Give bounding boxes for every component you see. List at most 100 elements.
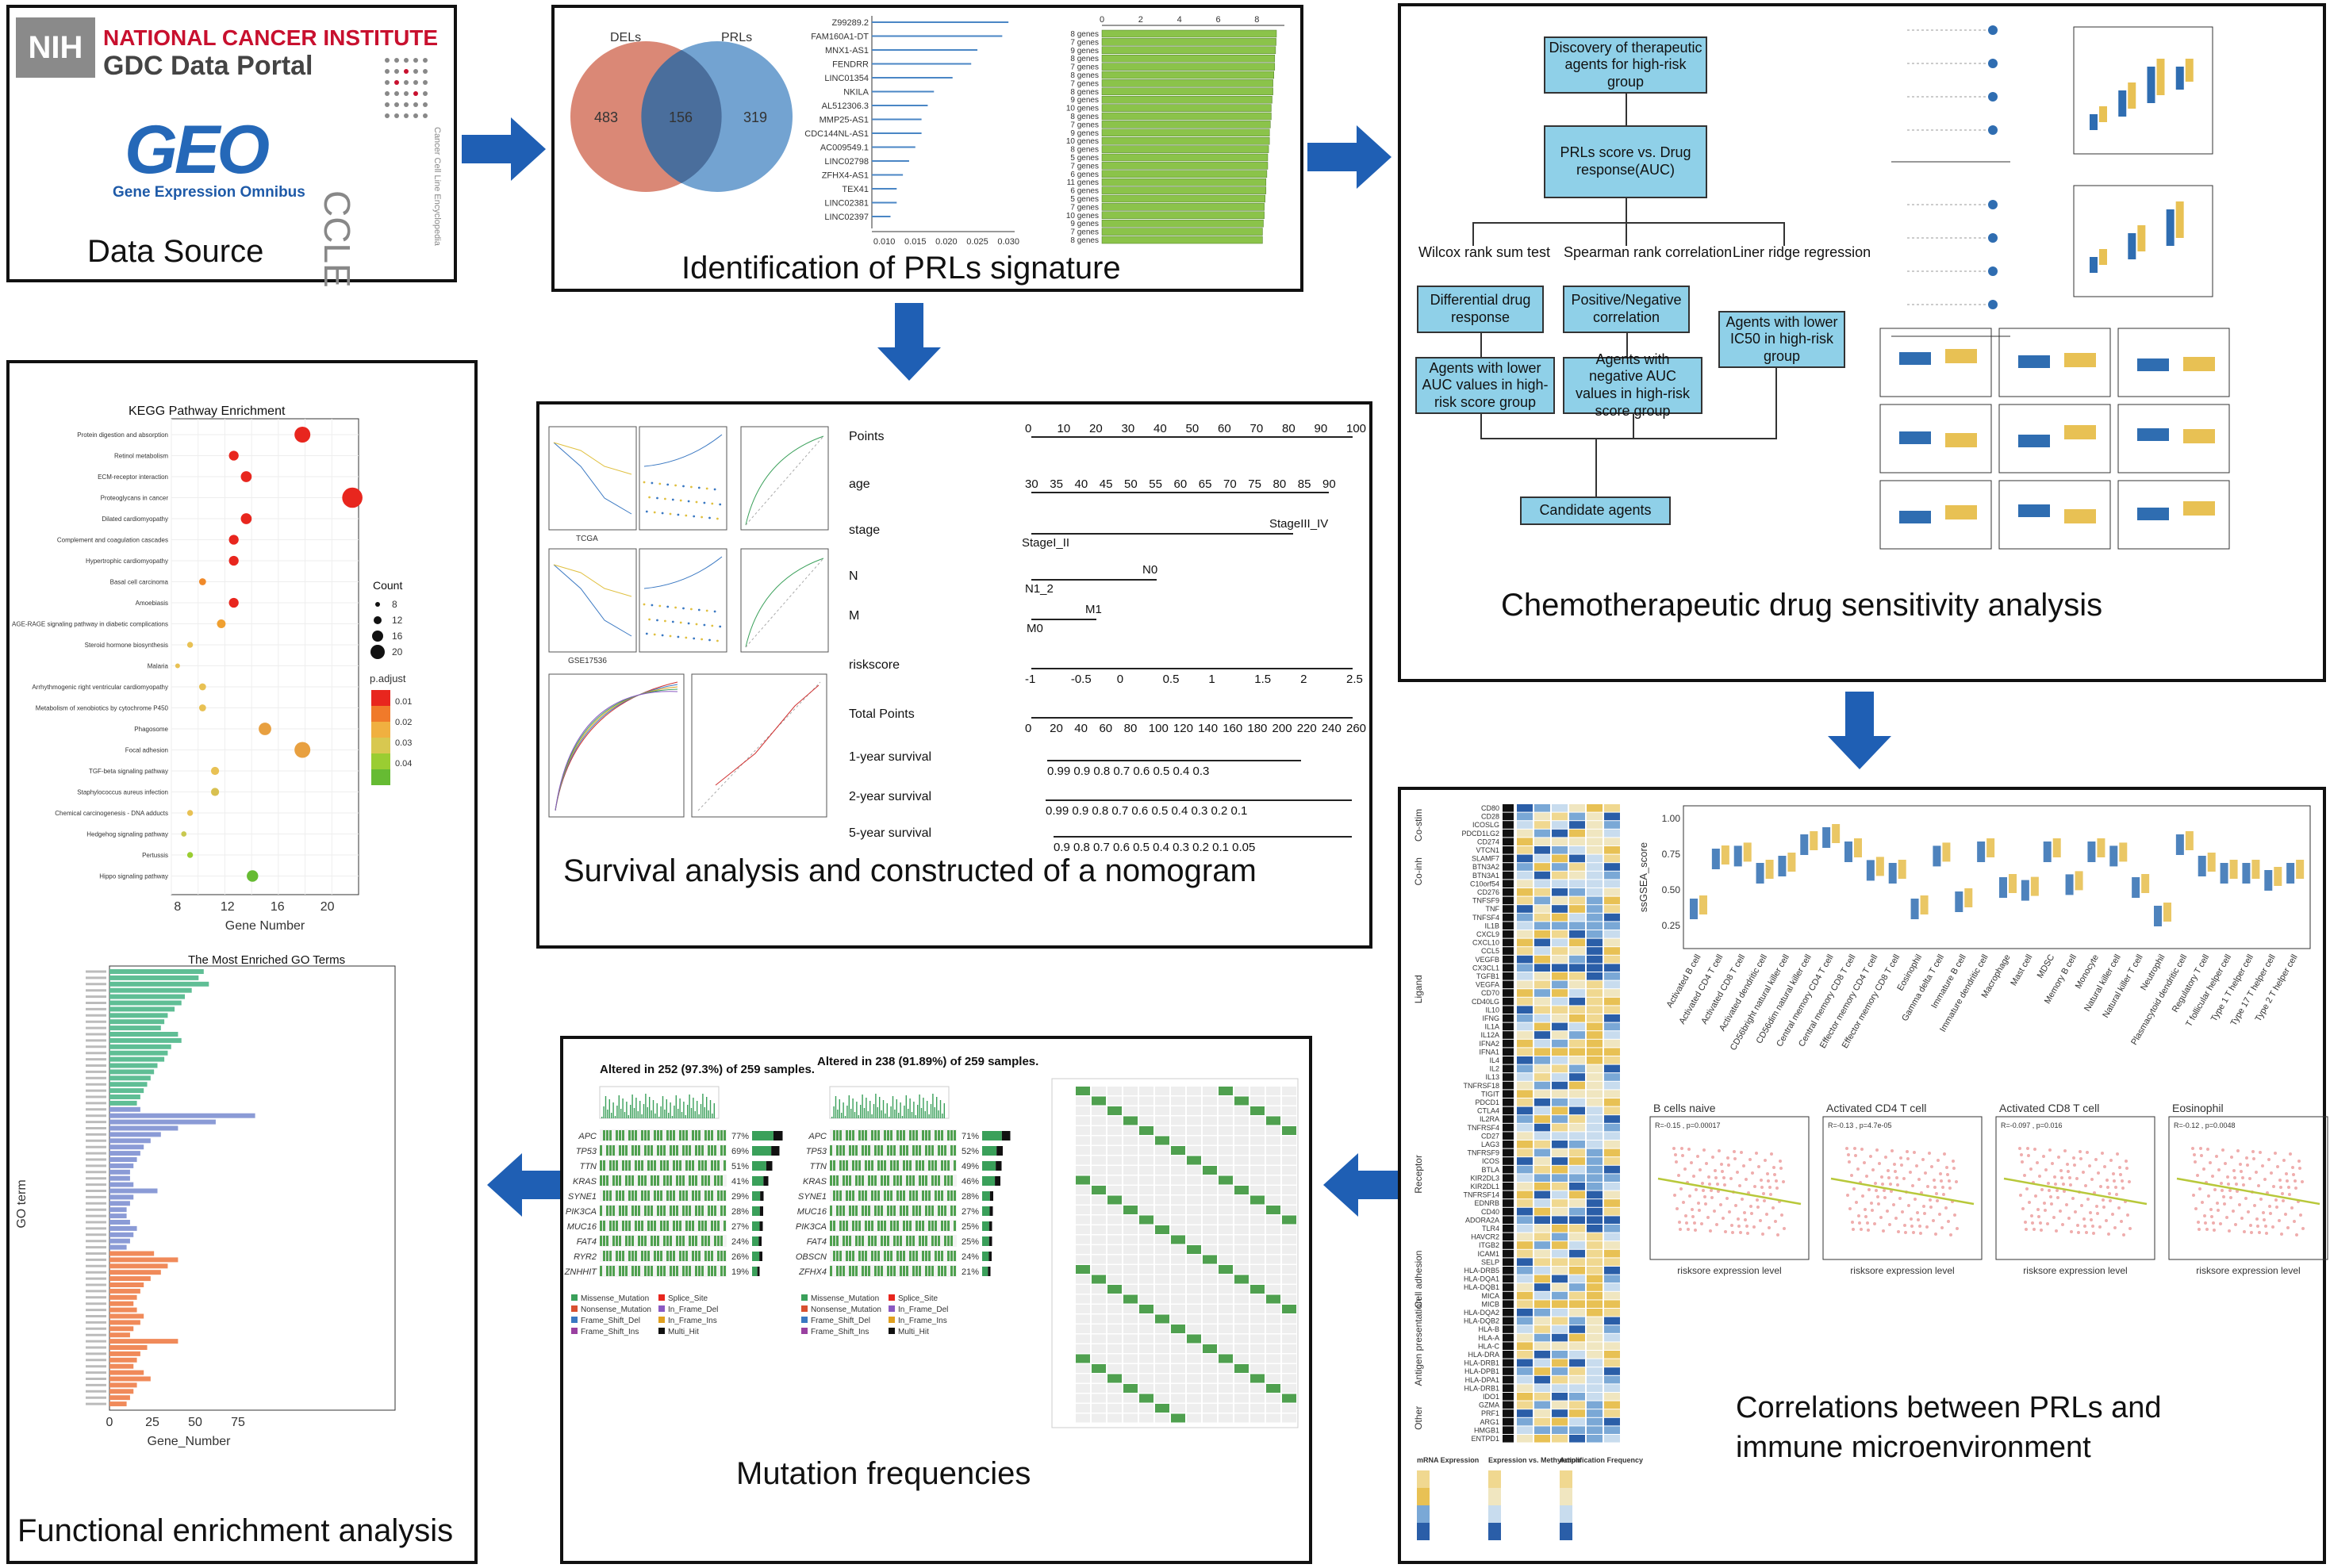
mutation-cell <box>928 1266 931 1276</box>
tmb-bar <box>917 1105 919 1118</box>
mutation-cell <box>935 1130 937 1141</box>
freq-bar <box>759 1252 762 1261</box>
scatter-point <box>2044 1168 2048 1171</box>
mutation-cell <box>689 1236 691 1246</box>
arrow-left-icon <box>487 1153 571 1217</box>
mutation-grid-cell <box>1123 1344 1138 1353</box>
scatter-point <box>1702 1189 1705 1192</box>
scatter-point <box>2082 1171 2085 1174</box>
scatter-point <box>2050 1202 2053 1206</box>
heatmap-cell <box>1569 1309 1585 1317</box>
pathway-label: Pertussis <box>142 852 168 859</box>
scatter-point <box>2113 1179 2116 1183</box>
oncoplot-gene: APC <box>578 1132 597 1141</box>
mutation-cell <box>887 1190 889 1201</box>
scatter-point <box>1917 1218 1920 1221</box>
scatter-point <box>2096 1212 2099 1215</box>
heatmap-cell <box>1569 1106 1585 1115</box>
mutation-cell <box>612 1236 615 1246</box>
heatmap-cell <box>1587 905 1603 913</box>
tmb-bar <box>943 1103 945 1118</box>
heatmap-cell <box>1534 922 1550 930</box>
heatmap-group-label: Co-inh <box>1413 857 1424 885</box>
mutation-grid-cell <box>1092 1215 1106 1225</box>
mutation-cell <box>950 1145 953 1156</box>
heatmap-cell <box>1503 1216 1514 1224</box>
freq-bar <box>982 1146 997 1156</box>
scatter-point <box>2099 1185 2102 1188</box>
nomogram-row-label: Total Points <box>849 707 915 721</box>
immune-caption-line2: immune microenvironment <box>1736 1431 2091 1464</box>
mutation-grid-cell <box>1107 1285 1122 1294</box>
oncoplot-gene: KRAS <box>803 1177 827 1187</box>
mutation-grid <box>1051 1078 1299 1428</box>
boxplot-box <box>1733 845 1742 867</box>
mutation-grid-cell <box>1107 1275 1122 1284</box>
mutation-cell <box>890 1206 892 1216</box>
mutation-cell <box>612 1206 615 1216</box>
tmb-bar <box>706 1097 708 1118</box>
mutation-cell <box>698 1145 701 1156</box>
mutation-grid-cell <box>1092 1156 1106 1165</box>
mutation-cell <box>890 1190 892 1201</box>
mutation-grid-cell <box>1282 1175 1296 1185</box>
scatter-point <box>1947 1220 1950 1223</box>
enrichment-caption: Functional enrichment analysis <box>17 1513 454 1548</box>
heatmap-cell <box>1569 1132 1585 1140</box>
coef-bar <box>872 201 897 204</box>
boxplot-box <box>1832 824 1841 843</box>
mutation-grid-cell <box>1092 1186 1106 1194</box>
heatmap-cell <box>1604 972 1620 980</box>
heatmap-cell <box>1517 1333 1533 1342</box>
heatmap-cell <box>1552 1115 1568 1123</box>
mutation-grid-cell <box>1250 1126 1265 1135</box>
mutation-grid-cell <box>1187 1225 1201 1234</box>
coef-bar <box>872 146 915 148</box>
mutation-grid-cell <box>1282 1087 1296 1095</box>
scatter-point <box>2209 1161 2212 1164</box>
heatmap-cell <box>1569 1031 1585 1039</box>
calibration-diagonal <box>697 681 821 811</box>
tick-label: 0.030 <box>997 237 1019 247</box>
mutation-grid-cell <box>1266 1384 1280 1393</box>
scatter-point <box>1893 1163 1896 1166</box>
go-bar <box>109 1370 144 1375</box>
tick-label: 0.25 <box>1662 920 1681 931</box>
mutation-cell <box>663 1175 666 1186</box>
mutation-cell <box>638 1221 640 1231</box>
heatmap-cell <box>1587 1325 1603 1333</box>
flow-connector <box>1472 222 1783 224</box>
gene-count-label: 7 genes <box>1070 203 1099 212</box>
heatmap-cell <box>1503 1014 1514 1022</box>
tmb-bar <box>848 1095 850 1118</box>
legend-swatch <box>801 1305 808 1312</box>
legend-swatch <box>889 1305 895 1312</box>
gene-count-label: 5 genes <box>1070 154 1099 163</box>
heatmap-cell <box>1587 1073 1603 1081</box>
mutation-grid-cell <box>1123 1265 1138 1274</box>
scatter-point <box>2279 1186 2282 1189</box>
legend-label: 0.04 <box>395 759 412 769</box>
nomogram-tick: 0 <box>1025 722 1032 735</box>
heatmap-cell <box>1552 812 1568 821</box>
mutation-grid-cell <box>1187 1384 1201 1393</box>
heatmap-cell <box>1569 1417 1585 1426</box>
tmb-bar <box>890 1106 892 1118</box>
heatmap-cell <box>1552 1123 1568 1132</box>
mutation-cell <box>909 1251 912 1261</box>
heatmap-cell <box>1604 1141 1620 1148</box>
nomogram-scale <box>1031 579 1157 581</box>
mutation-grid-cell <box>1171 1186 1185 1194</box>
mutation-grid-cell <box>1282 1285 1296 1294</box>
mutation-grid-cell <box>1187 1294 1201 1304</box>
tmb-bar <box>618 1095 620 1118</box>
risk-point <box>708 638 711 642</box>
go-bar <box>109 1282 144 1287</box>
oncoplot-freq: 25% <box>962 1237 979 1247</box>
heatmap-cell <box>1552 1039 1568 1048</box>
tmb-bar <box>871 1114 873 1118</box>
mutation-cell <box>663 1206 666 1216</box>
mutation-cell <box>947 1190 950 1201</box>
